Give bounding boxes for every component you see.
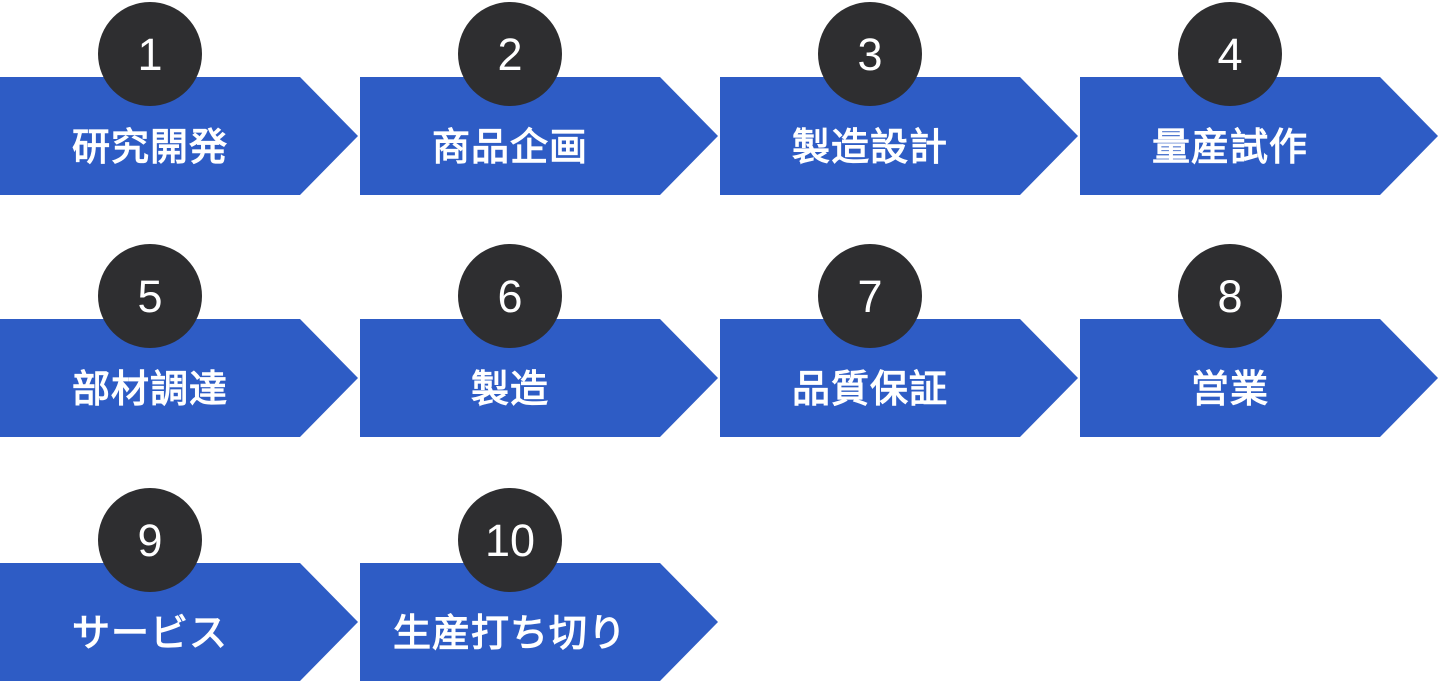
flow-step-3: 製造設計 3 bbox=[720, 0, 1080, 242]
step-number-badge: 9 bbox=[98, 488, 202, 592]
step-number: 9 bbox=[137, 514, 163, 566]
step-number: 1 bbox=[137, 28, 163, 80]
step-label: 商品企画 bbox=[431, 126, 588, 169]
step-number: 10 bbox=[484, 514, 536, 566]
step-number-badge: 6 bbox=[458, 244, 562, 348]
step-number-badge: 4 bbox=[1178, 2, 1282, 106]
step-label: 量産試作 bbox=[1151, 126, 1308, 169]
step-number-badge: 3 bbox=[818, 2, 922, 106]
step-number: 6 bbox=[497, 270, 523, 322]
flow-step-2: 商品企画 2 bbox=[360, 0, 720, 242]
flow-row-3: サービス 9 生産打ち切り 10 bbox=[0, 486, 720, 684]
step-number: 7 bbox=[857, 270, 883, 322]
flow-row-1: 研究開発 1 商品企画 2 製造設計 3 量産試作 4 bbox=[0, 0, 1440, 242]
flow-step-1: 研究開発 1 bbox=[0, 0, 360, 242]
step-number: 2 bbox=[497, 28, 523, 80]
step-number-badge: 7 bbox=[818, 244, 922, 348]
step-number: 4 bbox=[1217, 28, 1243, 80]
step-number-badge: 5 bbox=[98, 244, 202, 348]
step-number-badge: 1 bbox=[98, 2, 202, 106]
flow-step-6: 製造 6 bbox=[360, 242, 720, 484]
flow-step-4: 量産試作 4 bbox=[1080, 0, 1440, 242]
flow-step-7: 品質保証 7 bbox=[720, 242, 1080, 484]
step-label: 研究開発 bbox=[71, 126, 228, 169]
step-label: 製造設計 bbox=[791, 126, 948, 169]
flow-step-8: 営業 8 bbox=[1080, 242, 1440, 484]
step-number: 3 bbox=[857, 28, 883, 80]
step-label: サービス bbox=[71, 612, 228, 655]
step-number-badge: 10 bbox=[458, 488, 562, 592]
step-label: 生産打ち切り bbox=[392, 612, 627, 655]
step-label: 品質保証 bbox=[791, 368, 948, 411]
flow-step-10: 生産打ち切り 10 bbox=[360, 486, 720, 684]
flow-step-9: サービス 9 bbox=[0, 486, 360, 684]
step-number: 5 bbox=[137, 270, 163, 322]
flow-step-5: 部材調達 5 bbox=[0, 242, 360, 484]
step-number: 8 bbox=[1217, 270, 1243, 322]
step-label: 営業 bbox=[1190, 368, 1269, 411]
step-label: 製造 bbox=[470, 368, 549, 411]
flow-row-2: 部材調達 5 製造 6 品質保証 7 営業 8 bbox=[0, 242, 1440, 484]
step-label: 部材調達 bbox=[71, 368, 228, 411]
step-number-badge: 2 bbox=[458, 2, 562, 106]
step-number-badge: 8 bbox=[1178, 244, 1282, 348]
